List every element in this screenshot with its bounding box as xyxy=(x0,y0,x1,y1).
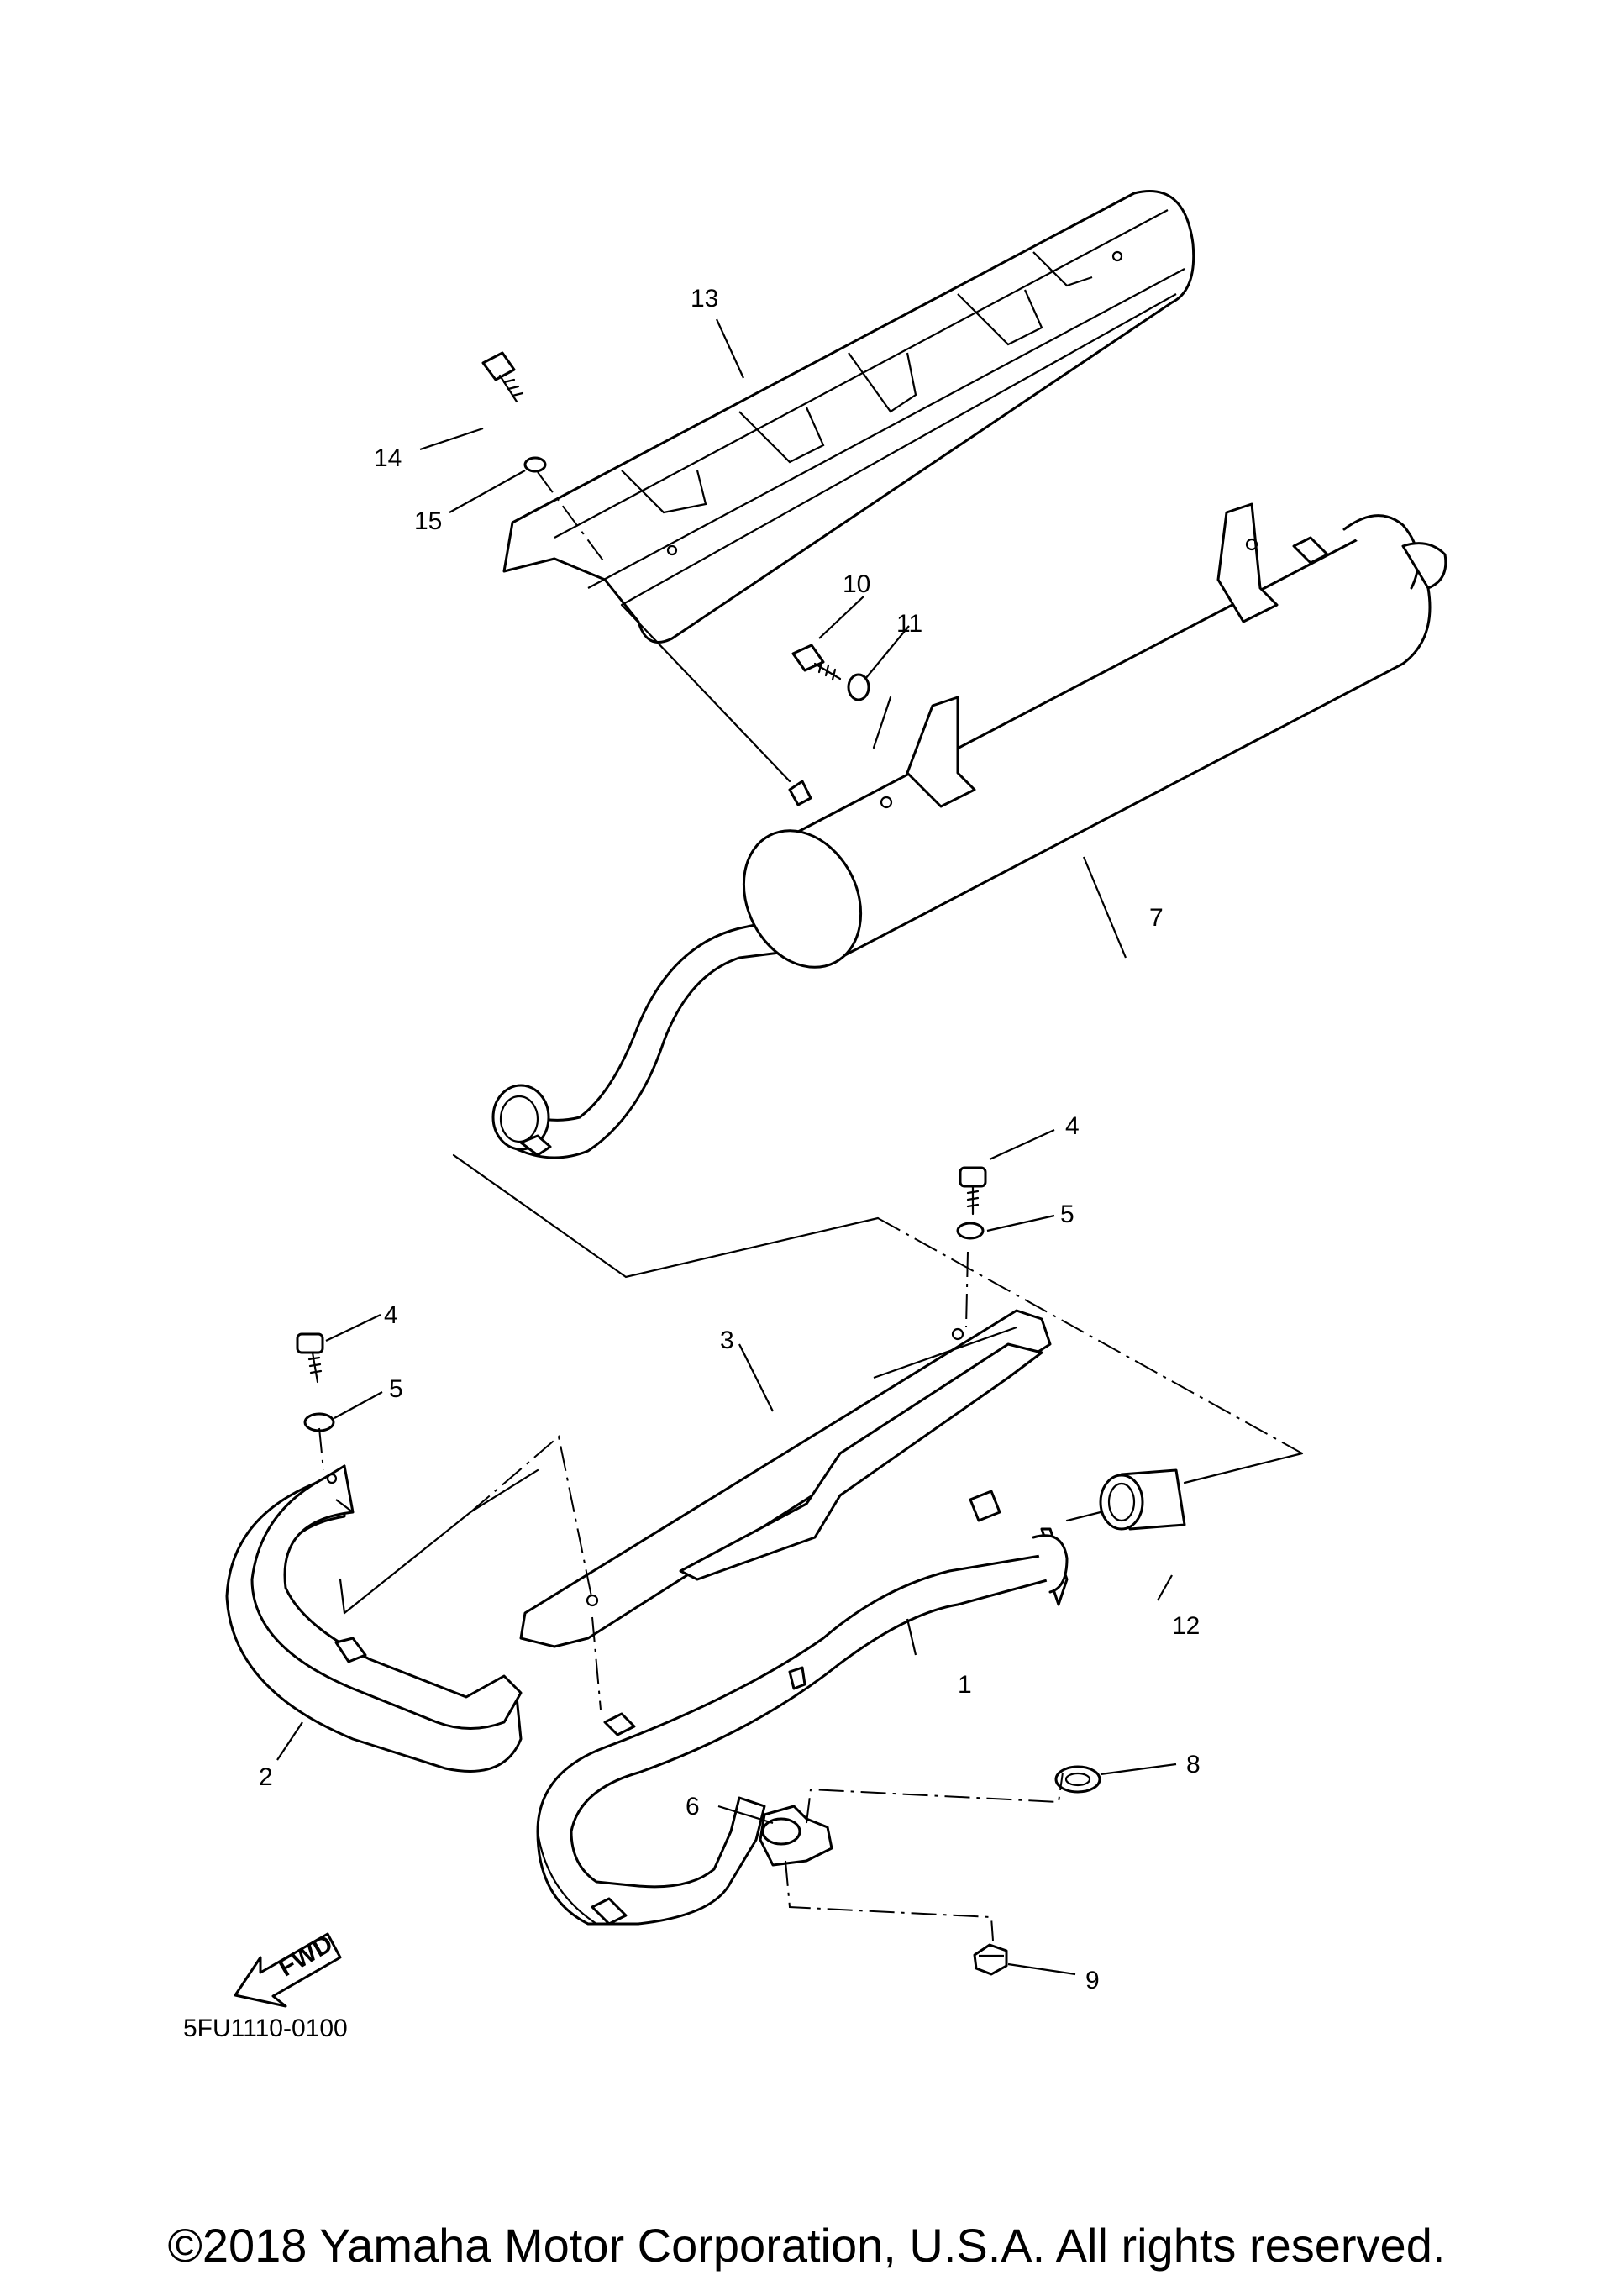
figure-code: 5FU1110-0100 xyxy=(183,2015,348,2042)
part-4-bolt-right xyxy=(959,1166,987,1216)
callout-6: 6 xyxy=(686,1793,700,1821)
alignment-line xyxy=(620,603,791,783)
part-3-bracket xyxy=(519,1309,1052,1648)
alignment-line xyxy=(537,471,606,564)
part-13-heat-protector xyxy=(502,190,1195,644)
part-7-muffler xyxy=(491,502,1447,1159)
part-15-washer xyxy=(523,456,547,473)
callout-9: 9 xyxy=(1085,1967,1100,1994)
part-4-bolt-left xyxy=(296,1332,324,1384)
callout-11: 11 xyxy=(896,610,922,638)
callout-15: 15 xyxy=(414,507,442,535)
alignment-line xyxy=(806,1772,1064,1824)
part-10-bolt xyxy=(791,644,842,681)
callout-12: 12 xyxy=(1172,1612,1200,1640)
callout-10: 10 xyxy=(843,570,870,598)
callout-5-left: 5 xyxy=(389,1375,403,1403)
part-11-washer xyxy=(847,673,870,701)
alignment-line xyxy=(785,1860,994,1941)
callout-14: 14 xyxy=(374,444,402,472)
leader-lines xyxy=(276,318,1177,1976)
alignment-line xyxy=(591,1616,602,1710)
part-2-protector xyxy=(225,1464,523,1773)
alignment-line xyxy=(1065,1511,1102,1522)
callout-4-left: 4 xyxy=(384,1301,398,1329)
part-14-bolt xyxy=(481,351,524,403)
part-8-gasket xyxy=(1054,1765,1101,1794)
alignment-line xyxy=(318,1427,324,1471)
callout-2: 2 xyxy=(259,1763,273,1791)
alignment-line xyxy=(452,1153,880,1279)
fwd-arrow-icon: FWD xyxy=(234,1930,342,2008)
callout-3: 3 xyxy=(720,1327,734,1354)
part-9-nut xyxy=(973,1943,1008,1976)
callout-1: 1 xyxy=(958,1671,972,1699)
alignment-line xyxy=(470,1435,593,1601)
alignment-line xyxy=(1183,1452,1304,1484)
callout-13: 13 xyxy=(691,285,718,313)
callout-7: 7 xyxy=(1149,904,1164,932)
callout-8: 8 xyxy=(1186,1751,1201,1778)
part-1-exhaust-pipe xyxy=(536,1490,1069,1926)
alignment-line xyxy=(872,696,892,749)
callout-5-right: 5 xyxy=(1060,1201,1074,1228)
part-12-gasket xyxy=(1099,1468,1186,1531)
alignment-line xyxy=(339,1468,539,1616)
part-5-washer-right xyxy=(956,1222,985,1240)
alignment-line xyxy=(877,1217,1303,1454)
alignment-line xyxy=(965,1251,969,1328)
callout-4-right: 4 xyxy=(1065,1112,1080,1140)
copyright-notice: ©2018 Yamaha Motor Corporation, U.S.A. A… xyxy=(167,2219,1446,2272)
